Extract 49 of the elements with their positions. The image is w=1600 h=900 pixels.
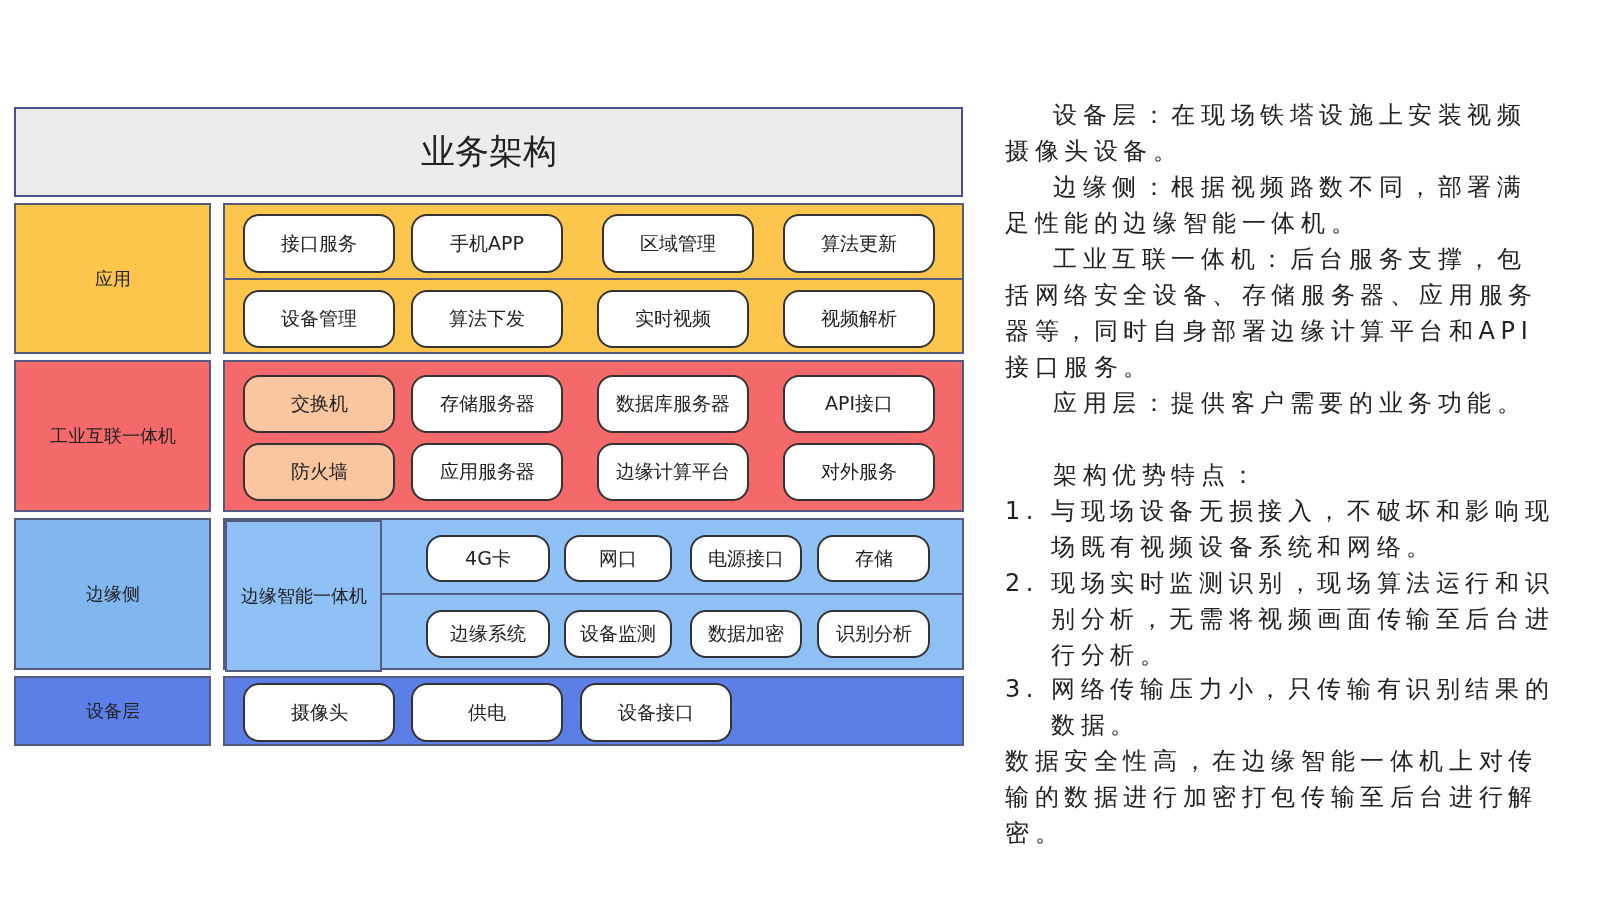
component-box: 交换机 [243,375,395,433]
component-box: 对外服务 [783,443,935,501]
component-box: 区域管理 [602,214,754,273]
list-item: 网络传输压力小，只传输有识别结果的数据。 [1051,674,1556,741]
layer-panel [223,203,964,354]
device-box: 边缘智能一体机 [225,520,382,672]
component-box: 4G卡 [426,535,550,582]
component-box: 识别分析 [817,610,930,658]
layer-label-box: 应用 [14,203,211,354]
component-box: 数据库服务器 [597,375,749,433]
list-item: 与现场设备无损接入，不破坏和影响现场既有视频设备系统和网络。 [1051,496,1556,563]
layer-label-box: 工业互联一体机 [14,360,211,512]
paragraph: 应用层：提供客户需要的业务功能。 [1052,388,1528,419]
component-box: 防火墙 [243,443,395,501]
layer-label-box: 边缘侧 [14,518,211,670]
component-box: 存储服务器 [411,375,563,433]
component-box: 摄像头 [243,683,395,742]
paragraph: 设备层：在现场铁塔设施上安装视频摄像头设备。 [1005,100,1528,167]
paragraph: 工业互联一体机：后台服务支撑，包括网络安全设备、存储服务器、应用服务器等，同时自身部署边缘计算平台和API接口服务。 [1005,244,1539,383]
component-box: 手机APP [411,214,563,273]
component-box: 边缘系统 [426,610,550,658]
component-box: 设备管理 [243,290,395,348]
component-box: 电源接口 [690,535,802,582]
list-number: 3. [1005,674,1041,705]
section-heading: 架构优势特点： [1052,460,1262,491]
component-box: 网口 [564,535,672,582]
layer-panel [223,360,964,512]
layer-panel [223,676,964,746]
list-item: 现场实时监测识别，现场算法运行和识别分析，无需将视频画面传输至后台进行分析。 [1051,568,1556,671]
list-number: 1. [1005,496,1041,527]
component-box: API接口 [783,375,935,433]
component-box: 数据加密 [690,610,802,658]
paragraph: 边缘侧：根据视频路数不同，部署满足性能的边缘智能一体机。 [1005,172,1528,239]
component-box: 设备监测 [564,610,672,658]
layer-label-box: 设备层 [14,676,211,746]
component-box: 设备接口 [580,683,732,742]
component-box: 接口服务 [243,214,395,273]
component-box: 算法下发 [411,290,563,348]
component-box: 实时视频 [597,290,749,348]
component-box: 算法更新 [783,214,935,273]
title-banner: 业务架构 [14,107,963,197]
layer-panel [223,518,964,670]
component-box: 供电 [411,683,563,742]
list-number: 2. [1005,568,1041,599]
component-box: 边缘计算平台 [597,443,749,501]
component-box: 存储 [817,535,930,582]
component-box: 视频解析 [783,290,935,348]
component-box: 应用服务器 [411,443,563,501]
paragraph: 数据安全性高，在边缘智能一体机上对传输的数据进行加密打包传输至后台进行解密。 [1005,746,1539,849]
